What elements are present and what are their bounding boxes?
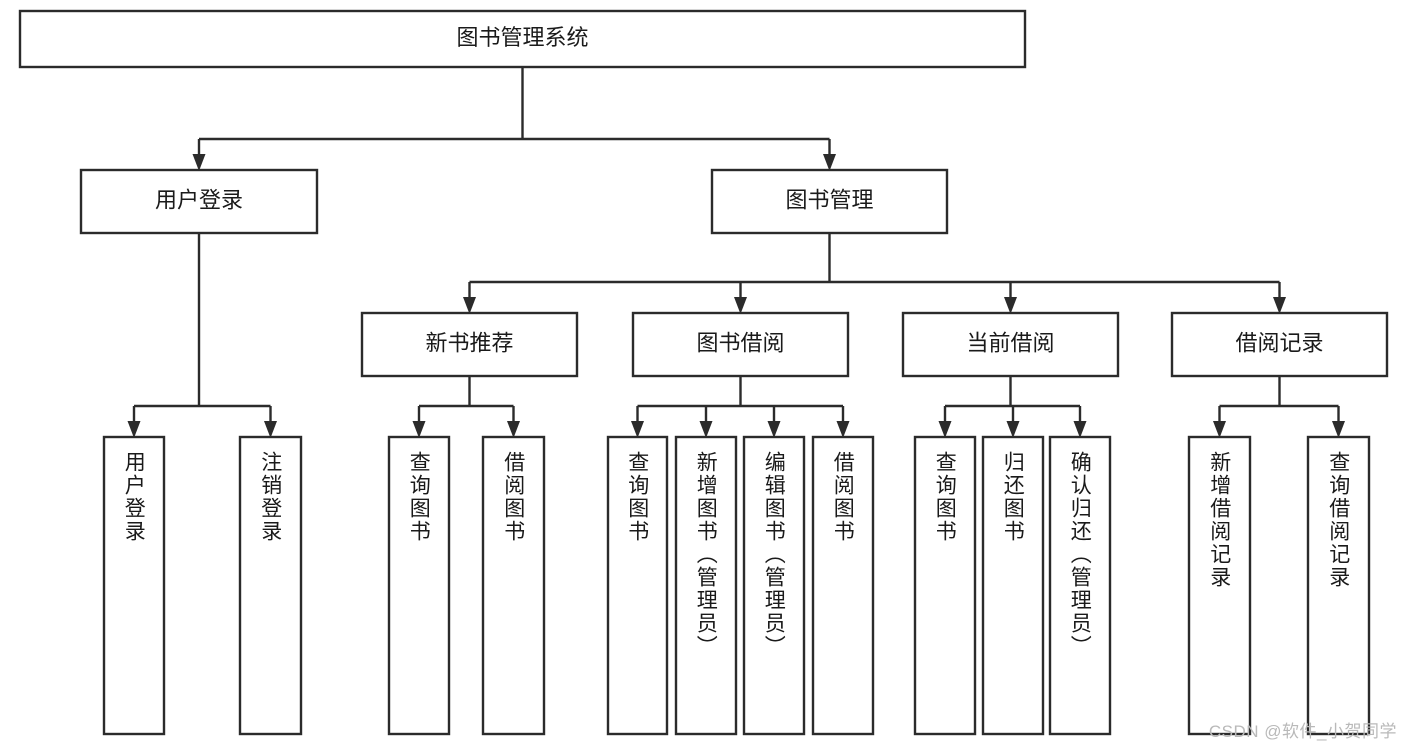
edge-layer — [127, 67, 1345, 438]
node-label: 借阅图书 — [502, 451, 526, 543]
node-label: 查询图书 — [407, 451, 431, 543]
node-leaf-return-book[interactable]: 归还图书 — [981, 435, 1045, 736]
node-label: 用户登录 — [122, 451, 146, 543]
node-book-manage-group[interactable]: 图书管理 — [710, 168, 949, 235]
node-box — [238, 435, 303, 736]
node-label: 图书借阅 — [696, 330, 784, 355]
node-label: 确认归还（管理员） — [1068, 451, 1092, 658]
edge-arrowhead — [127, 421, 141, 438]
node-box — [360, 311, 579, 378]
node-label: 新书推荐 — [425, 330, 513, 355]
node-label: 当前借阅 — [966, 330, 1054, 355]
node-leaf-query-book-rec[interactable]: 查询图书 — [387, 435, 451, 736]
node-leaf-confirm-return-admin[interactable]: 确认归还（管理员） — [1048, 435, 1112, 736]
edge-arrowhead — [1273, 297, 1286, 314]
node-box — [387, 435, 451, 736]
node-label: 查询图书 — [933, 451, 957, 543]
node-label: 注销登录 — [259, 451, 283, 543]
node-book-borrow[interactable]: 图书借阅 — [631, 311, 850, 378]
edge-arrowhead — [699, 421, 713, 438]
edge-arrowhead — [823, 154, 836, 171]
edge-arrowhead — [192, 154, 206, 171]
node-box — [1306, 435, 1371, 736]
edge-arrowhead — [463, 297, 476, 314]
edge-arrowhead — [1004, 297, 1017, 314]
node-current-borrow[interactable]: 当前借阅 — [901, 311, 1120, 378]
edge-arrowhead — [1213, 421, 1226, 438]
node-box — [901, 311, 1120, 378]
node-label: 编辑图书（管理员） — [762, 451, 786, 658]
node-box — [18, 9, 1027, 69]
node-layer: 图书管理系统用户登录图书管理新书推荐图书借阅当前借阅借阅记录用户登录注销登录查询… — [18, 9, 1389, 736]
edge-arrowhead — [767, 421, 781, 438]
node-leaf-query-book-b[interactable]: 查询图书 — [606, 435, 669, 736]
node-leaf-add-record[interactable]: 新增借阅记录 — [1187, 435, 1252, 736]
node-box — [481, 435, 546, 736]
edge-arrowhead — [1006, 421, 1020, 438]
node-box — [606, 435, 669, 736]
node-root[interactable]: 图书管理系统 — [18, 9, 1027, 69]
edge-arrowhead — [734, 297, 747, 314]
node-box — [102, 435, 166, 736]
node-label: 借阅记录 — [1235, 330, 1323, 355]
node-label: 图书管理 — [785, 187, 873, 212]
node-box — [1187, 435, 1252, 736]
node-label: 新增图书（管理员） — [694, 451, 718, 658]
node-new-book-rec[interactable]: 新书推荐 — [360, 311, 579, 378]
node-label: 查询借阅记录 — [1327, 451, 1351, 589]
node-box — [811, 435, 875, 736]
node-box — [674, 435, 738, 736]
node-box — [710, 168, 949, 235]
edge-arrowhead — [631, 421, 644, 438]
edge-arrowhead — [836, 421, 850, 438]
node-box — [1170, 311, 1389, 378]
node-box — [1048, 435, 1112, 736]
edge-arrowhead — [1332, 421, 1345, 438]
node-label: 图书管理系统 — [456, 25, 588, 50]
node-leaf-query-book-c[interactable]: 查询图书 — [913, 435, 977, 736]
node-leaf-borrow-book-b[interactable]: 借阅图书 — [811, 435, 875, 736]
node-label: 新增借阅记录 — [1208, 451, 1232, 589]
node-leaf-add-book-admin[interactable]: 新增图书（管理员） — [674, 435, 738, 736]
node-box — [742, 435, 806, 736]
node-label: 归还图书 — [1001, 451, 1025, 543]
node-user-login-group[interactable]: 用户登录 — [79, 168, 319, 235]
node-label: 查询图书 — [626, 451, 650, 543]
node-leaf-query-record[interactable]: 查询借阅记录 — [1306, 435, 1371, 736]
node-label: 借阅图书 — [831, 451, 855, 543]
node-box — [79, 168, 319, 235]
node-leaf-logout[interactable]: 注销登录 — [238, 435, 303, 736]
edge-arrowhead — [938, 421, 952, 438]
node-leaf-user-login[interactable]: 用户登录 — [102, 435, 166, 736]
edge-arrowhead — [264, 421, 277, 438]
node-leaf-edit-book-admin[interactable]: 编辑图书（管理员） — [742, 435, 806, 736]
edge-arrowhead — [412, 421, 426, 438]
node-box — [913, 435, 977, 736]
edge-arrowhead — [1073, 421, 1087, 438]
node-box — [981, 435, 1045, 736]
node-box — [631, 311, 850, 378]
edge-arrowhead — [507, 421, 520, 438]
node-leaf-borrow-book-rec[interactable]: 借阅图书 — [481, 435, 546, 736]
node-borrow-record[interactable]: 借阅记录 — [1170, 311, 1389, 378]
node-label: 用户登录 — [155, 187, 243, 212]
